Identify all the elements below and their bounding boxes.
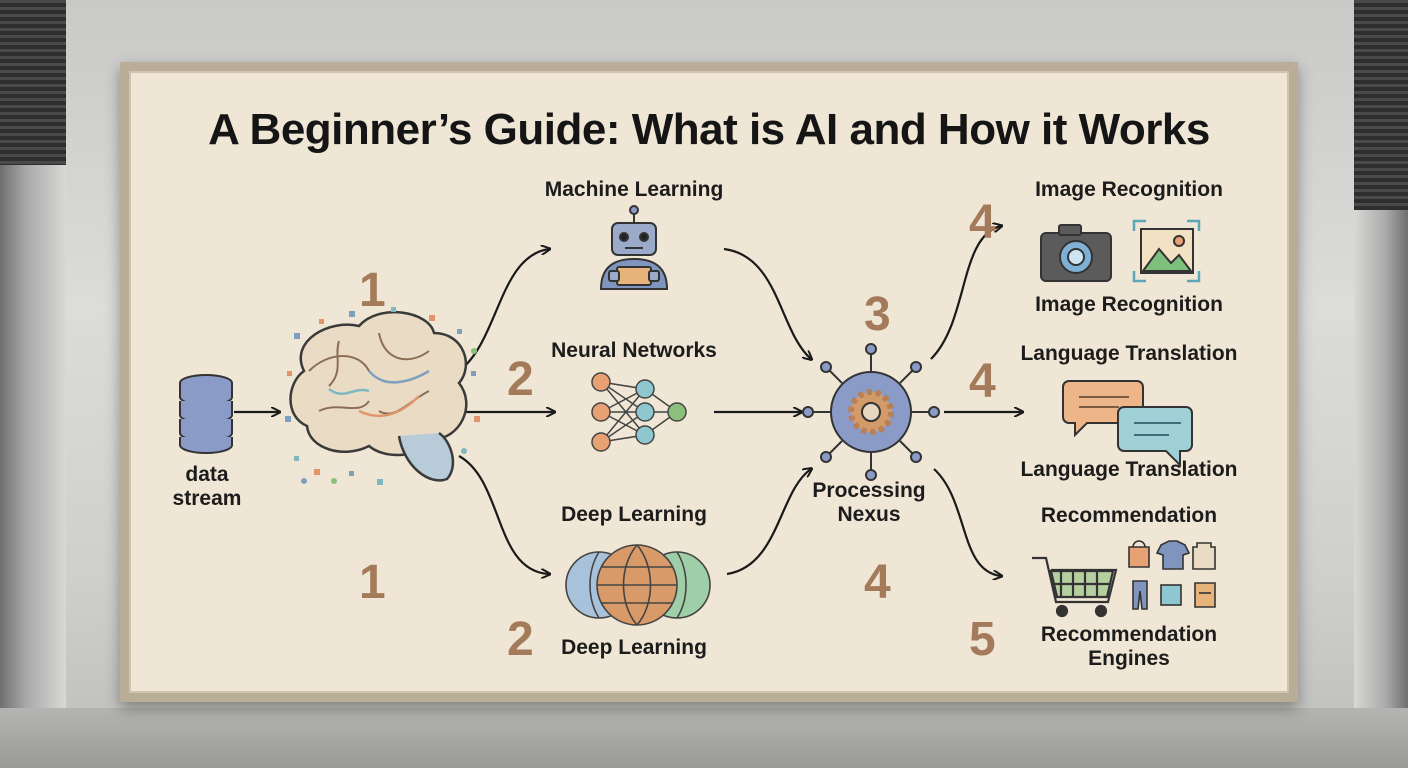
arrow-nexus-to-recommend <box>933 468 1001 576</box>
arrow-brain-to-ml <box>458 249 549 372</box>
picture-icon <box>1132 219 1201 283</box>
processing-nexus-line1: Processing <box>812 479 926 502</box>
processing-nexus-label: Processing Nexus <box>799 479 939 527</box>
ceiling-slats-right <box>1354 0 1408 210</box>
image-recognition-label-top: Image Recognition <box>1035 178 1223 201</box>
language-translation-label-top: Language Translation <box>1020 342 1238 365</box>
arrow-dl-to-nexus <box>726 469 811 576</box>
hub-gear-icon <box>802 343 940 481</box>
floor <box>0 708 1408 768</box>
chat-bubbles-icon <box>1062 380 1193 468</box>
neural-network-icon <box>591 372 687 452</box>
deep-learning-label-top: Deep Learning <box>561 503 707 526</box>
camera-icon <box>1040 224 1112 282</box>
step-number-image-left: 4 <box>969 196 996 249</box>
recommendation-engines-line2: Engines <box>1088 647 1170 670</box>
brain-particles <box>285 307 480 485</box>
step-number-brain-bottom: 1 <box>359 556 386 609</box>
globe-sphere-icon <box>565 544 711 626</box>
step-number-nexus-bottom: 4 <box>864 556 891 609</box>
arrow-nexus-to-image <box>930 226 1001 360</box>
brain-icon <box>289 311 468 482</box>
neural-networks-label: Neural Networks <box>551 339 717 362</box>
step-number-language-left: 4 <box>969 355 996 408</box>
processing-nexus-line2: Nexus <box>837 503 901 526</box>
data-stream-line2: stream <box>172 487 242 510</box>
poster-title: A Beginner’s Guide: What is AI and How i… <box>208 105 1210 154</box>
machine-learning-label: Machine Learning <box>544 178 724 201</box>
step-number-nexus-top: 3 <box>864 288 891 341</box>
step-number-brain-top: 1 <box>359 264 386 317</box>
recommendation-label-top: Recommendation <box>1040 504 1218 527</box>
arrow-brain-to-dl <box>458 455 549 574</box>
poster-board: A Beginner’s Guide: What is AI and How i… <box>120 62 1298 702</box>
step-number-recommend-left: 5 <box>969 613 996 666</box>
ceiling-slats-left <box>0 0 66 165</box>
clothing-items-icon <box>1128 540 1216 610</box>
data-stream-line1: data <box>185 463 229 486</box>
data-stream-label: data stream <box>167 463 247 511</box>
robot-icon <box>599 205 669 290</box>
recommendation-engines-line1: Recommendation <box>1040 623 1218 646</box>
step-number-neural-left: 2 <box>507 353 534 406</box>
image-recognition-label-bottom: Image Recognition <box>1035 293 1223 316</box>
shopping-cart-icon <box>1032 556 1118 618</box>
deep-learning-label-bottom: Deep Learning <box>561 636 707 659</box>
arrow-ml-to-nexus <box>723 247 811 359</box>
step-number-deep-left: 2 <box>507 613 534 666</box>
recommendation-engines-label: Recommendation Engines <box>1009 623 1249 671</box>
database-icon <box>179 374 233 454</box>
diagram-graphics <box>179 205 1216 626</box>
wall-right <box>1354 0 1408 768</box>
wall-left <box>0 0 66 768</box>
language-translation-label-bottom: Language Translation <box>1020 458 1238 481</box>
